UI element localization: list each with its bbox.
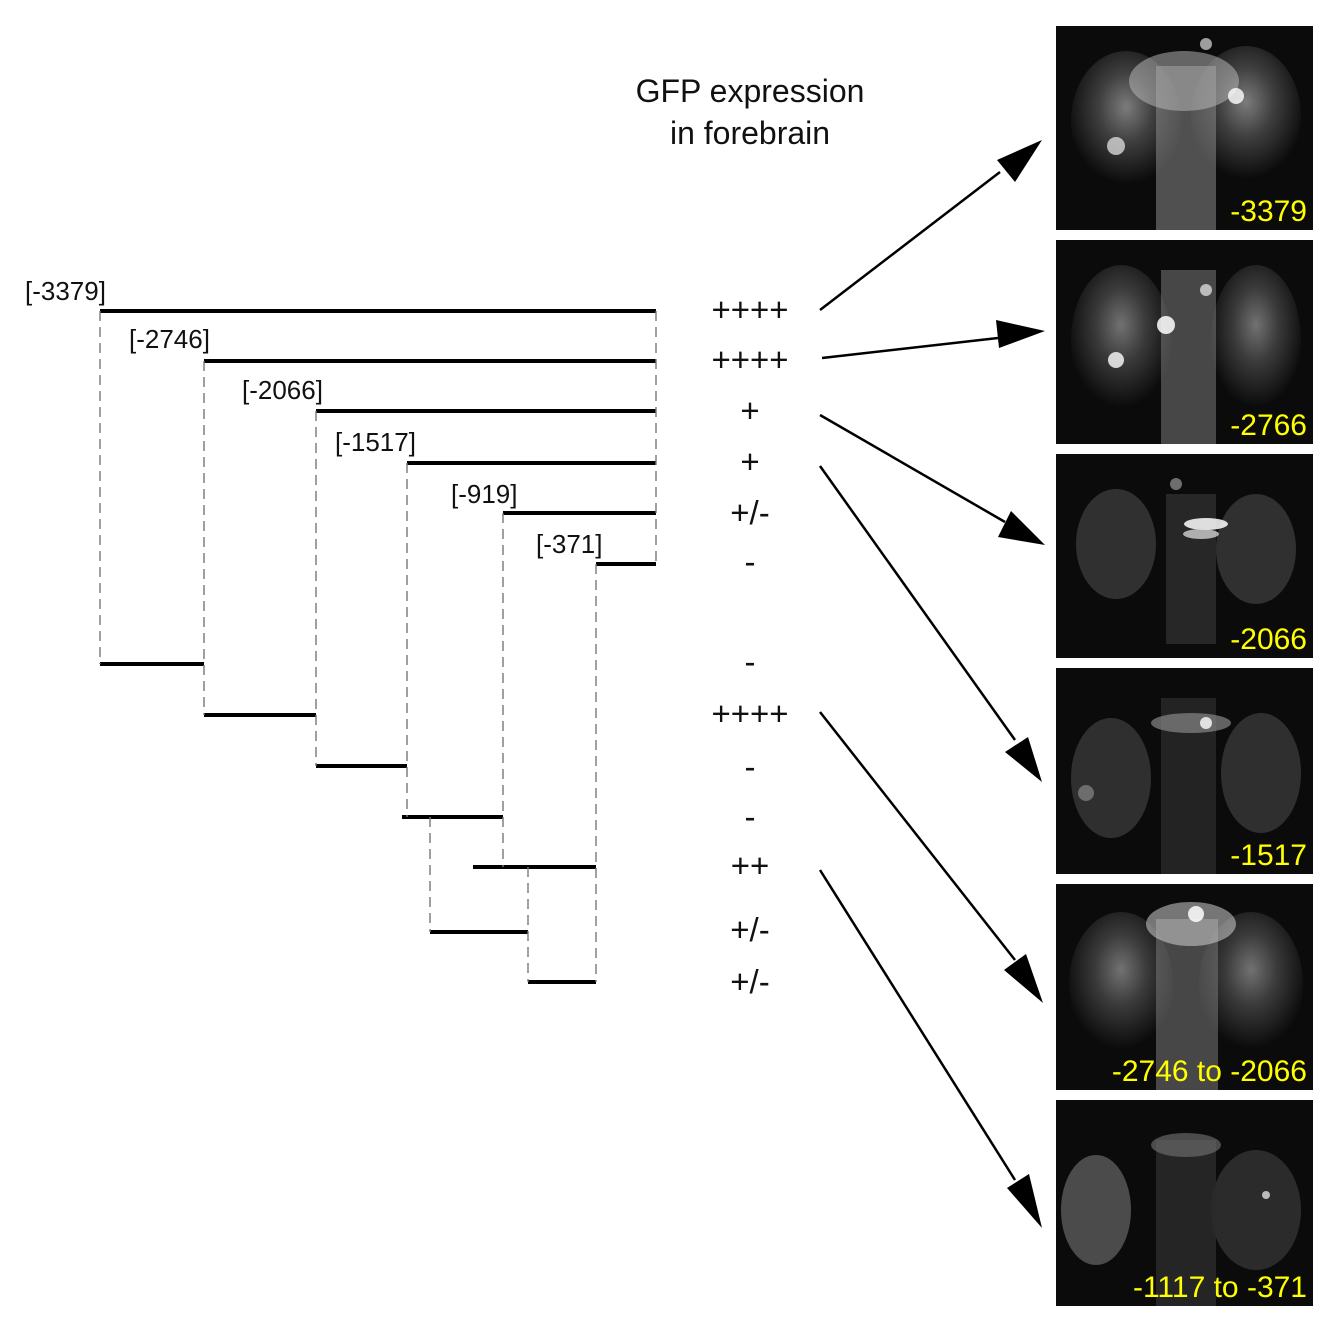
micrograph-panel: -1117 to -371 <box>1056 1100 1313 1306</box>
arrow <box>821 336 999 360</box>
micrograph-image <box>1076 478 1296 644</box>
panel-label: -2746 to -2066 <box>1111 1055 1307 1088</box>
panel-label: -2766 <box>1230 409 1307 442</box>
micrograph-image <box>1061 1133 1301 1306</box>
deletion-label: [-1517] <box>335 427 416 457</box>
micrograph-panel: -3379 <box>1056 26 1313 230</box>
deletion-label: [-3379] <box>25 276 106 306</box>
deletion-label: [-371] <box>536 529 603 559</box>
expression-score: +/- <box>730 911 770 948</box>
expression-score: - <box>744 643 756 680</box>
arrowhead <box>1004 954 1043 1003</box>
expression-score: +/- <box>730 494 770 531</box>
expression-score: +/- <box>730 963 770 1000</box>
panel-label: -1117 to -371 <box>1132 1271 1307 1304</box>
expression-score: - <box>744 543 756 580</box>
expression-score: ++ <box>730 847 770 884</box>
micrograph-image <box>1071 38 1301 230</box>
arrowhead <box>1005 737 1042 782</box>
panel-label: -1517 <box>1230 839 1307 872</box>
micrograph-image <box>1069 902 1303 1090</box>
arrow <box>818 465 1017 741</box>
arrow <box>819 171 1001 311</box>
expression-score: - <box>744 748 756 785</box>
column-header: GFP expression in forebrain <box>600 70 900 154</box>
micrograph-image <box>1071 698 1301 874</box>
header-line-1: GFP expression <box>635 73 865 109</box>
arrowhead <box>996 320 1045 348</box>
panel-label: -3379 <box>1230 195 1307 228</box>
panel-label: -2066 <box>1230 623 1307 656</box>
deletion-label: [-919] <box>451 479 518 509</box>
micrograph-panel: -1517 <box>1056 668 1313 874</box>
expression-score: ++++ <box>711 291 789 328</box>
arrow <box>819 413 1006 524</box>
arrow <box>819 711 1016 961</box>
arrow <box>818 869 1017 1181</box>
expression-score: + <box>740 443 760 480</box>
expression-score: + <box>740 392 760 429</box>
header-line-2: in forebrain <box>669 115 831 151</box>
arrowhead <box>998 511 1045 545</box>
micrograph-image <box>1071 265 1301 444</box>
arrowhead <box>997 140 1042 182</box>
arrowhead <box>1007 1174 1042 1228</box>
expression-score: ++++ <box>711 695 789 732</box>
expression-score: - <box>744 798 756 835</box>
micrograph-panel: -2746 to -2066 <box>1056 884 1313 1090</box>
expression-score: ++++ <box>711 341 789 378</box>
deletion-label: [-2746] <box>129 324 210 354</box>
micrograph-panel: -2066 <box>1056 454 1313 658</box>
micrograph-panel: -2766 <box>1056 240 1313 444</box>
deletion-label: [-2066] <box>242 375 323 405</box>
